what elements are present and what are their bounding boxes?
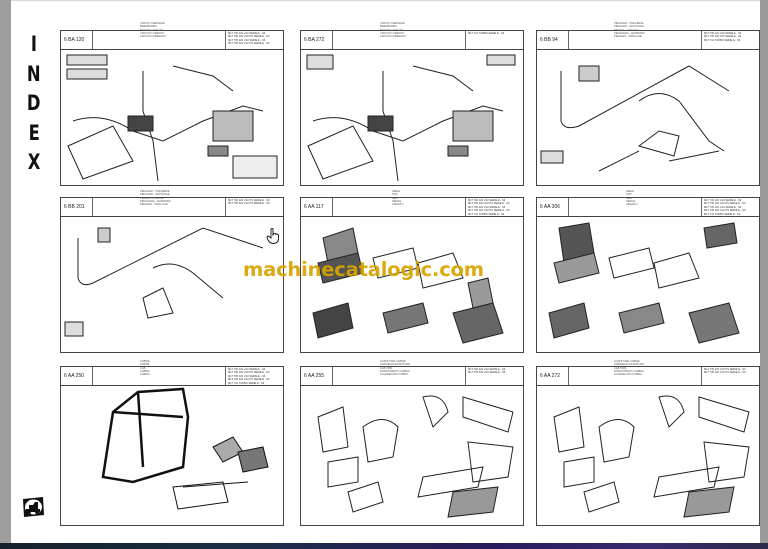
panel-code: 6 AA 117 xyxy=(301,198,333,216)
panel-header: 6 AA 272 MLT 730 120 LSU PS SERIE E - S3… xyxy=(537,367,759,386)
pedal-linkage-diagram xyxy=(64,227,264,337)
panel-model-refs: MLT 741 TURBO SERIE E - S3 xyxy=(465,31,523,49)
index-title-vertical: I N D E X xyxy=(22,30,46,178)
panel-code: 6 BA 120 xyxy=(61,31,93,49)
index-letter: X xyxy=(27,150,41,174)
cab-exploded-diagram xyxy=(101,387,269,510)
panel-code: 6 AA 255 xyxy=(301,367,333,385)
brake-circuit-diagram xyxy=(306,54,516,181)
brake-circuit-diagram xyxy=(66,54,278,181)
cab-trim-diagram xyxy=(553,395,750,518)
viewer-left-gutter xyxy=(0,0,11,543)
diagram-thumbnail[interactable]: 6 BB 201 MLT 730 120 LSU PS SERIE E - S3… xyxy=(60,197,284,353)
index-letter: E xyxy=(28,120,40,145)
seat-exploded-diagram xyxy=(312,227,504,344)
index-letter: D xyxy=(27,91,41,115)
panel-code: 6 BB 201 xyxy=(61,198,93,216)
panel-code: 6 BA 272 xyxy=(301,31,333,49)
seat-exploded-diagram xyxy=(548,222,740,344)
panel-code: 6 AA 306 xyxy=(537,198,569,216)
cab-trim-diagram xyxy=(317,395,514,518)
vertical-scrollbar[interactable] xyxy=(760,0,768,543)
diagram-thumbnail[interactable]: 6 BA 272 MLT 741 TURBO SERIE E - S3 xyxy=(300,30,524,186)
page-top-edge xyxy=(11,0,760,1)
index-letter: N xyxy=(27,61,41,86)
pedal-linkage-diagram xyxy=(540,65,730,172)
panel-code: 6 AA 272 xyxy=(537,367,569,385)
diagram-thumbnail[interactable]: 6 AA 272 MLT 730 120 LSU PS SERIE E - S3… xyxy=(536,366,760,526)
panel-header: 6 BB 201 MLT 730 120 LSU PS SERIE E - S3… xyxy=(61,198,283,217)
panel-header: 6 BA 272 MLT 741 TURBO SERIE E - S3 xyxy=(301,31,523,50)
panel-code: 6 BB 94 xyxy=(537,31,569,49)
manufacturer-logo-icon xyxy=(23,497,44,517)
panel-code: 6 AA 250 xyxy=(61,367,93,385)
taskbar xyxy=(0,543,768,549)
hand-cursor-icon xyxy=(266,228,279,244)
watermark: machinecatalogic.com xyxy=(243,258,484,281)
index-letter: I xyxy=(30,32,38,56)
